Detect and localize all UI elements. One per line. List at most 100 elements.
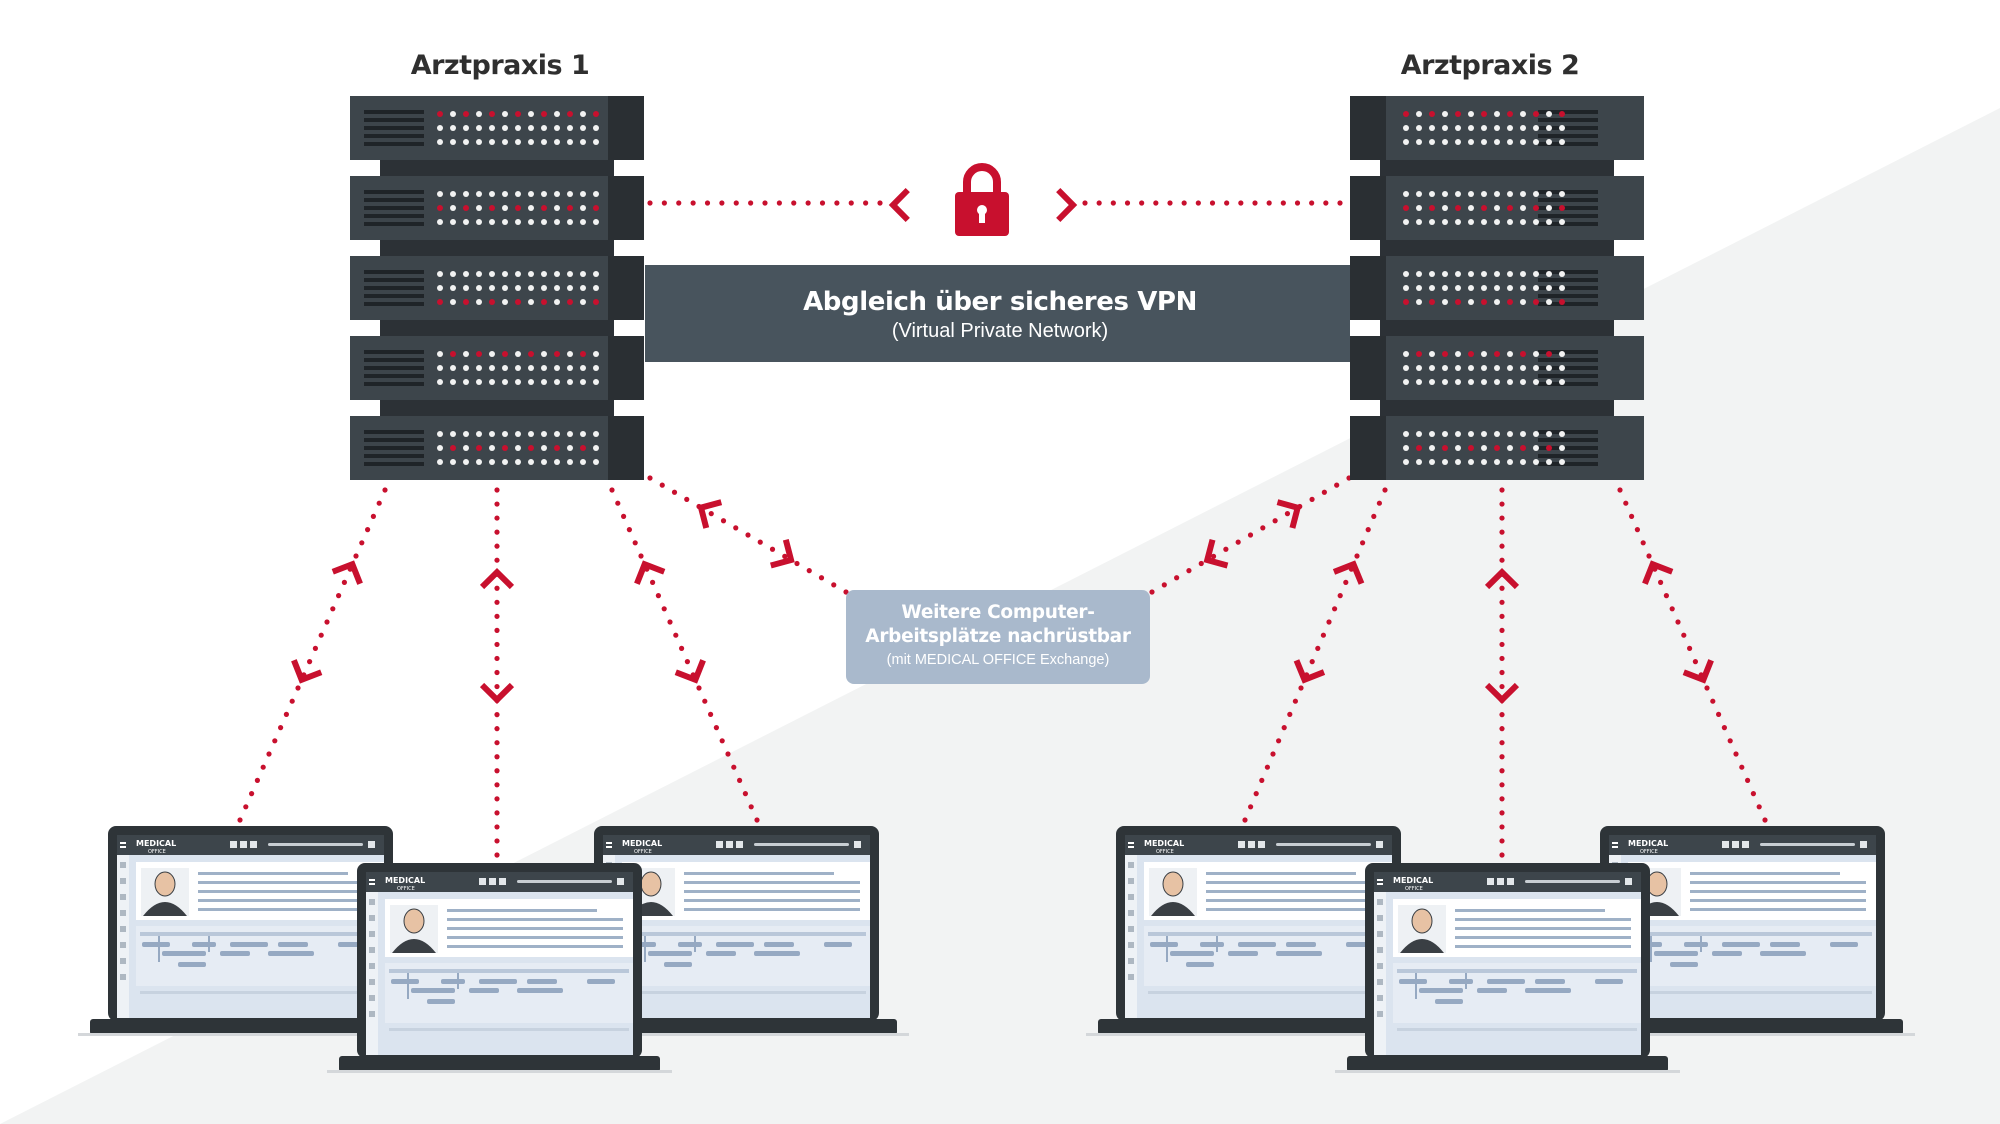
- connector-dot: [1499, 726, 1505, 732]
- server-led: [1520, 191, 1526, 197]
- server-led: [1429, 125, 1435, 131]
- app-brand-line-2: OFFICE: [397, 886, 415, 892]
- server-vent-line: [1538, 206, 1598, 210]
- connector-dot: [757, 539, 763, 545]
- server-led-red: [593, 111, 599, 117]
- server-led: [1455, 219, 1461, 225]
- server-led: [437, 139, 443, 145]
- patient-avatar-body: [143, 902, 187, 916]
- side-rail-icon: [1128, 974, 1134, 980]
- connector-dot: [278, 725, 284, 731]
- connector-dot: [748, 804, 754, 810]
- connector-dot: [1270, 751, 1276, 757]
- server-led: [1468, 111, 1474, 117]
- server-led: [1494, 431, 1500, 437]
- connector-dot: [1326, 619, 1332, 625]
- server-led: [1520, 285, 1526, 291]
- server-led: [1403, 365, 1409, 371]
- server-led: [567, 445, 573, 451]
- server-led: [1559, 459, 1565, 465]
- server-led-red: [567, 299, 573, 305]
- arrow-chevron: [1203, 538, 1229, 569]
- connector-dot: [791, 200, 797, 206]
- server-led: [489, 125, 495, 131]
- patient-text-line: [1455, 936, 1631, 939]
- patient-text-line: [1690, 908, 1866, 911]
- connector-dot: [1210, 553, 1217, 559]
- server-unit-cap: [608, 256, 644, 320]
- server-led: [489, 431, 495, 437]
- server-led: [1546, 191, 1552, 197]
- server-led: [1520, 219, 1526, 225]
- server-led-red: [1455, 111, 1461, 117]
- server-led: [528, 379, 534, 385]
- server-led: [502, 205, 508, 211]
- server-led: [1455, 351, 1461, 357]
- app-brand-line-2: OFFICE: [148, 849, 166, 855]
- connector-dot: [1321, 489, 1327, 495]
- side-rail-icon: [1377, 995, 1383, 1001]
- server-led-red: [1403, 111, 1409, 117]
- server-led: [528, 139, 534, 145]
- side-rail-icon: [120, 942, 126, 948]
- server-led: [1468, 285, 1474, 291]
- server-vent-line: [364, 270, 424, 274]
- data-tag: [1150, 942, 1178, 947]
- patient-avatar-head: [640, 871, 662, 897]
- connector-dot: [1658, 579, 1664, 586]
- connector-dot: [1337, 593, 1343, 599]
- data-connector-line: [457, 973, 459, 989]
- server-led: [1481, 445, 1487, 451]
- server-vent-line: [364, 382, 424, 386]
- connector-dot: [1280, 200, 1286, 206]
- app-brand-line-1: MEDICAL: [136, 839, 176, 848]
- data-connector-line: [1415, 973, 1417, 999]
- server-led-red: [1533, 111, 1539, 117]
- connector-dot: [748, 200, 754, 206]
- server-led: [554, 111, 560, 117]
- connector-dot: [494, 641, 500, 648]
- server-led: [593, 379, 599, 385]
- connector-dot: [1733, 751, 1739, 757]
- connector-dot: [1259, 777, 1265, 784]
- connector-dot: [1247, 532, 1254, 538]
- server-led: [1481, 191, 1487, 197]
- server-led: [1481, 459, 1487, 465]
- connector-dot: [353, 553, 359, 559]
- side-rail-icon: [1377, 963, 1383, 969]
- server-led-red: [528, 445, 534, 451]
- server-led: [593, 459, 599, 465]
- connector-dot: [684, 496, 690, 502]
- patient-avatar-head: [403, 908, 425, 934]
- server-led: [528, 271, 534, 277]
- connector-dot: [1499, 655, 1505, 662]
- server-led-red: [450, 445, 456, 451]
- server-led: [1455, 379, 1461, 385]
- server-led-red: [1507, 205, 1513, 211]
- connector-dot: [365, 527, 371, 533]
- server-led: [450, 459, 456, 465]
- arrow-chevron: [697, 499, 723, 529]
- server-led-red: [567, 205, 573, 211]
- connector-dot: [609, 487, 615, 493]
- server-vent-line: [364, 198, 424, 202]
- server-led: [580, 139, 586, 145]
- connector-dot: [494, 669, 500, 676]
- server-led-red: [489, 299, 495, 305]
- arrow-chevron: [1484, 568, 1520, 590]
- lock-keyhole-slot: [979, 211, 985, 223]
- data-tag: [411, 988, 455, 993]
- connector-dot: [494, 515, 500, 521]
- practice-1-title: Arztpraxis 1: [410, 50, 590, 81]
- arrow-chevron: [331, 560, 363, 585]
- connector-dot: [1320, 632, 1326, 638]
- vpn-chevron-left: [888, 187, 910, 223]
- data-connector-line: [1166, 936, 1168, 962]
- connector-dot: [776, 200, 782, 206]
- connector-dot: [283, 711, 289, 718]
- server-led: [1481, 351, 1487, 357]
- server-unit: [1350, 256, 1644, 320]
- server-led: [580, 285, 586, 291]
- server-led: [1533, 459, 1539, 465]
